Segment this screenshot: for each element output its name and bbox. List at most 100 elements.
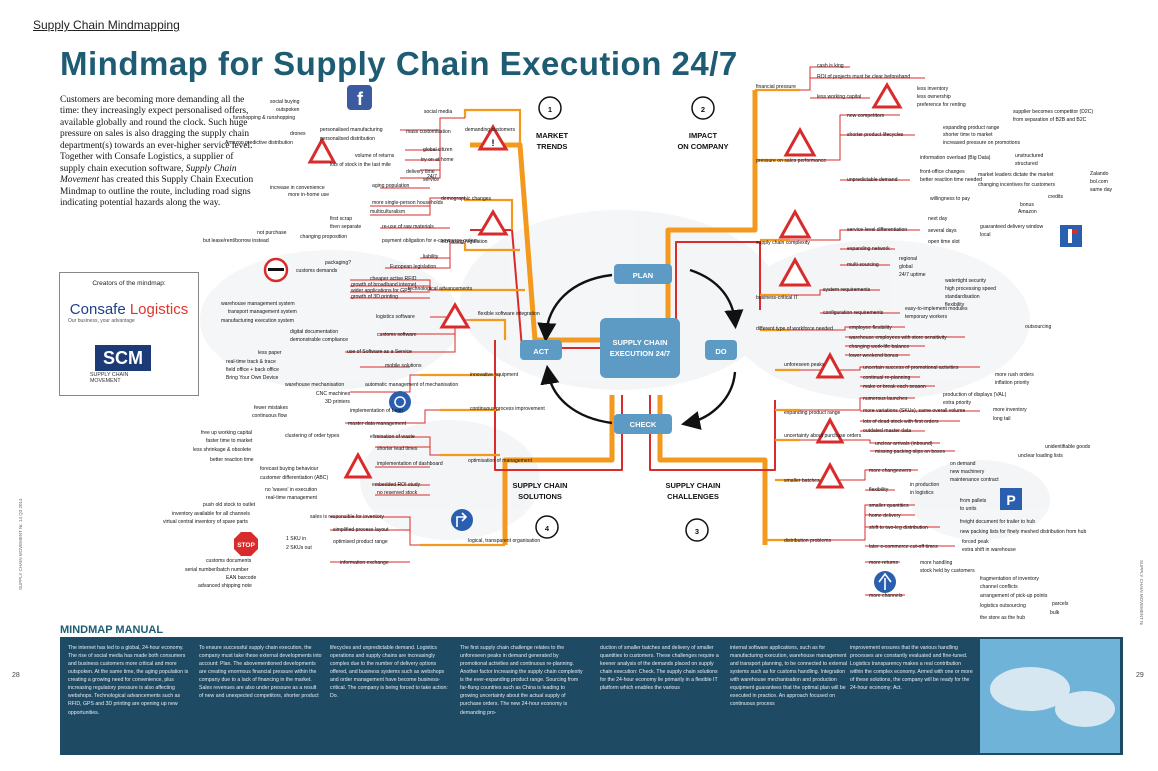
svg-text:f: f [357,89,364,109]
mindmap-label: smaller quantities [869,503,909,509]
mindmap-label: try on at home [421,157,454,163]
mindmap-label: inflation priority [995,380,1030,386]
svg-text:1: 1 [548,105,552,114]
mindmap-label: packaging? [325,260,351,266]
center-box [600,318,680,378]
stop-sign-icon: STOP [234,532,258,556]
warning-sign-icon [343,451,373,479]
mindmap-label: continuous process improvement [470,406,545,412]
mindmap-label: multiculturalism [370,209,405,215]
mindmap-label: then separate [330,224,361,230]
svg-text:P: P [1006,492,1015,508]
mindmap-label: less ownership [917,94,951,100]
manual-heading: MINDMAP MANUAL [60,624,164,636]
mindmap-label: forced peak [962,539,989,545]
mindmap-label: payment obligation for e-commerce orders [382,238,478,244]
mindmap-label: use of Software as a Service [347,349,412,355]
mindmap-label: social buying [270,99,300,105]
world-map-thumbnail [980,639,1120,753]
svg-text:CHALLENGES: CHALLENGES [667,492,719,501]
mindmap-label: shorter time to market [943,132,993,138]
warning-sign-icon [783,126,817,157]
svg-text:SUPPLY CHAIN: SUPPLY CHAIN [665,481,720,490]
mindmap-label: regional [899,256,917,262]
mindmap-label: better reaction time [210,457,254,463]
dead-end-sign-icon [1060,225,1082,247]
mindmap-label: system requirements [823,287,871,293]
mindmap-label: mass customisation [406,129,451,135]
mindmap-label: more single-person households [372,200,444,206]
mindmap-label: outsourcing [1025,324,1052,330]
mindmap-label: channel conflicts [980,584,1018,590]
center-line-2: EXECUTION 24/7 [610,349,670,358]
mindmap-label: virtual central inventory of spare parts [163,519,248,525]
mindmap-label: customs documents [206,558,252,564]
mindmap-label: easy-to-implement modules [905,306,968,312]
center-line-1: SUPPLY CHAIN [612,338,667,347]
page-title: Mindmap for Supply Chain Execution 24/7 [60,45,738,82]
svg-text:3: 3 [695,527,699,536]
mindmap-label: implementation of Lean [350,408,403,414]
consafe-logo: Consafe Logistics [69,301,189,318]
mindmap-label: no 'waves' in execution [265,487,317,493]
mindmap-label: long tail [993,416,1011,422]
mindmap-label: simplified process layout [333,527,389,533]
svg-text:CHECK: CHECK [630,420,657,429]
mindmap-label: shorter product lifecycles [847,132,904,138]
svg-text:2: 2 [701,105,705,114]
mindmap-label: shorter lead times [377,446,418,452]
mindmap-label: social media [424,109,452,115]
mindmap-label: outdated master data [863,428,911,434]
mindmap-label: extra priority [943,400,971,406]
running-title: Supply Chain Mindmapping [33,18,180,32]
mindmap-label: next day [928,216,948,222]
mindmap-label: continuous flow [252,413,287,419]
mindmap-label: more changeovers [869,468,912,474]
svg-text:SOLUTIONS: SOLUTIONS [518,492,562,501]
direction-sign-icon [874,571,896,593]
mindmap-label: parcels [1052,601,1069,607]
mindmap-label: clustering of order types [285,433,340,439]
mindmap-label: growth of broadband internet [351,282,417,288]
mindmap-label: flexible software integration [478,311,540,317]
mindmap-label: optimised product range [333,539,388,545]
creators-label: Creators of the mindmap: [92,280,166,287]
page-number-left: 28 [12,672,20,679]
mindmap-label: less inventory [917,86,949,92]
manual-col-2: To ensure successful supply chain execut… [199,645,322,700]
mindmap-label: expanding product range [784,410,841,416]
mindmap-label: more returns [869,560,898,566]
mindmap-label: the store as the hub [980,615,1025,621]
mindmap-label: pressure on sales performance [756,158,826,164]
mindmap-label: logistics software [376,314,415,320]
mindmap-label: preference for renting [917,102,966,108]
side-text-left: SUPPLY CHAIN MOVEMENT Nr. 14 Q3 2014 [18,498,23,590]
scm-logo: SCM [95,345,151,371]
mindmap-label: more rush orders [995,372,1034,378]
mindmap-label: fragmentation of inventory [980,576,1039,582]
warning-sign-icon [815,351,845,379]
mindmap-label: transport management system [228,309,297,315]
mindmap-label: service [423,177,439,183]
parking-sign-icon: P [1000,488,1022,510]
manual-col-1: The internet has led to a global, 24-hou… [68,645,189,716]
mindmap-label: less shrinkage & obsolete [193,447,251,453]
mindmap-label: demanding customers [465,127,516,133]
svg-text:4: 4 [545,524,550,533]
mindmap-label: lower weekend bonus [849,353,899,359]
mindmap-label: customer differentiation (ABC) [260,475,328,481]
mindmap-label: continual re-planning [863,375,910,381]
mindmap-label: flexibility [869,487,889,493]
mindmap-label: temporary workers [905,314,948,320]
mindmap-label: demographic changes [441,196,492,202]
direction-sign-icon [451,509,473,531]
cycle-act: ACT [520,340,562,360]
mindmap-label: bol.com [1090,179,1108,185]
mindmap-label: market leaders dictate the market [978,172,1054,178]
manual-panel: The internet has led to a global, 24-hou… [60,637,1123,755]
mindmap-label: EAN barcode [226,575,256,581]
mindmap-label: new competitors [847,113,885,119]
mindmap-label: extra shift in warehouse [962,547,1016,553]
mindmap-label: field office + back office [226,367,279,373]
